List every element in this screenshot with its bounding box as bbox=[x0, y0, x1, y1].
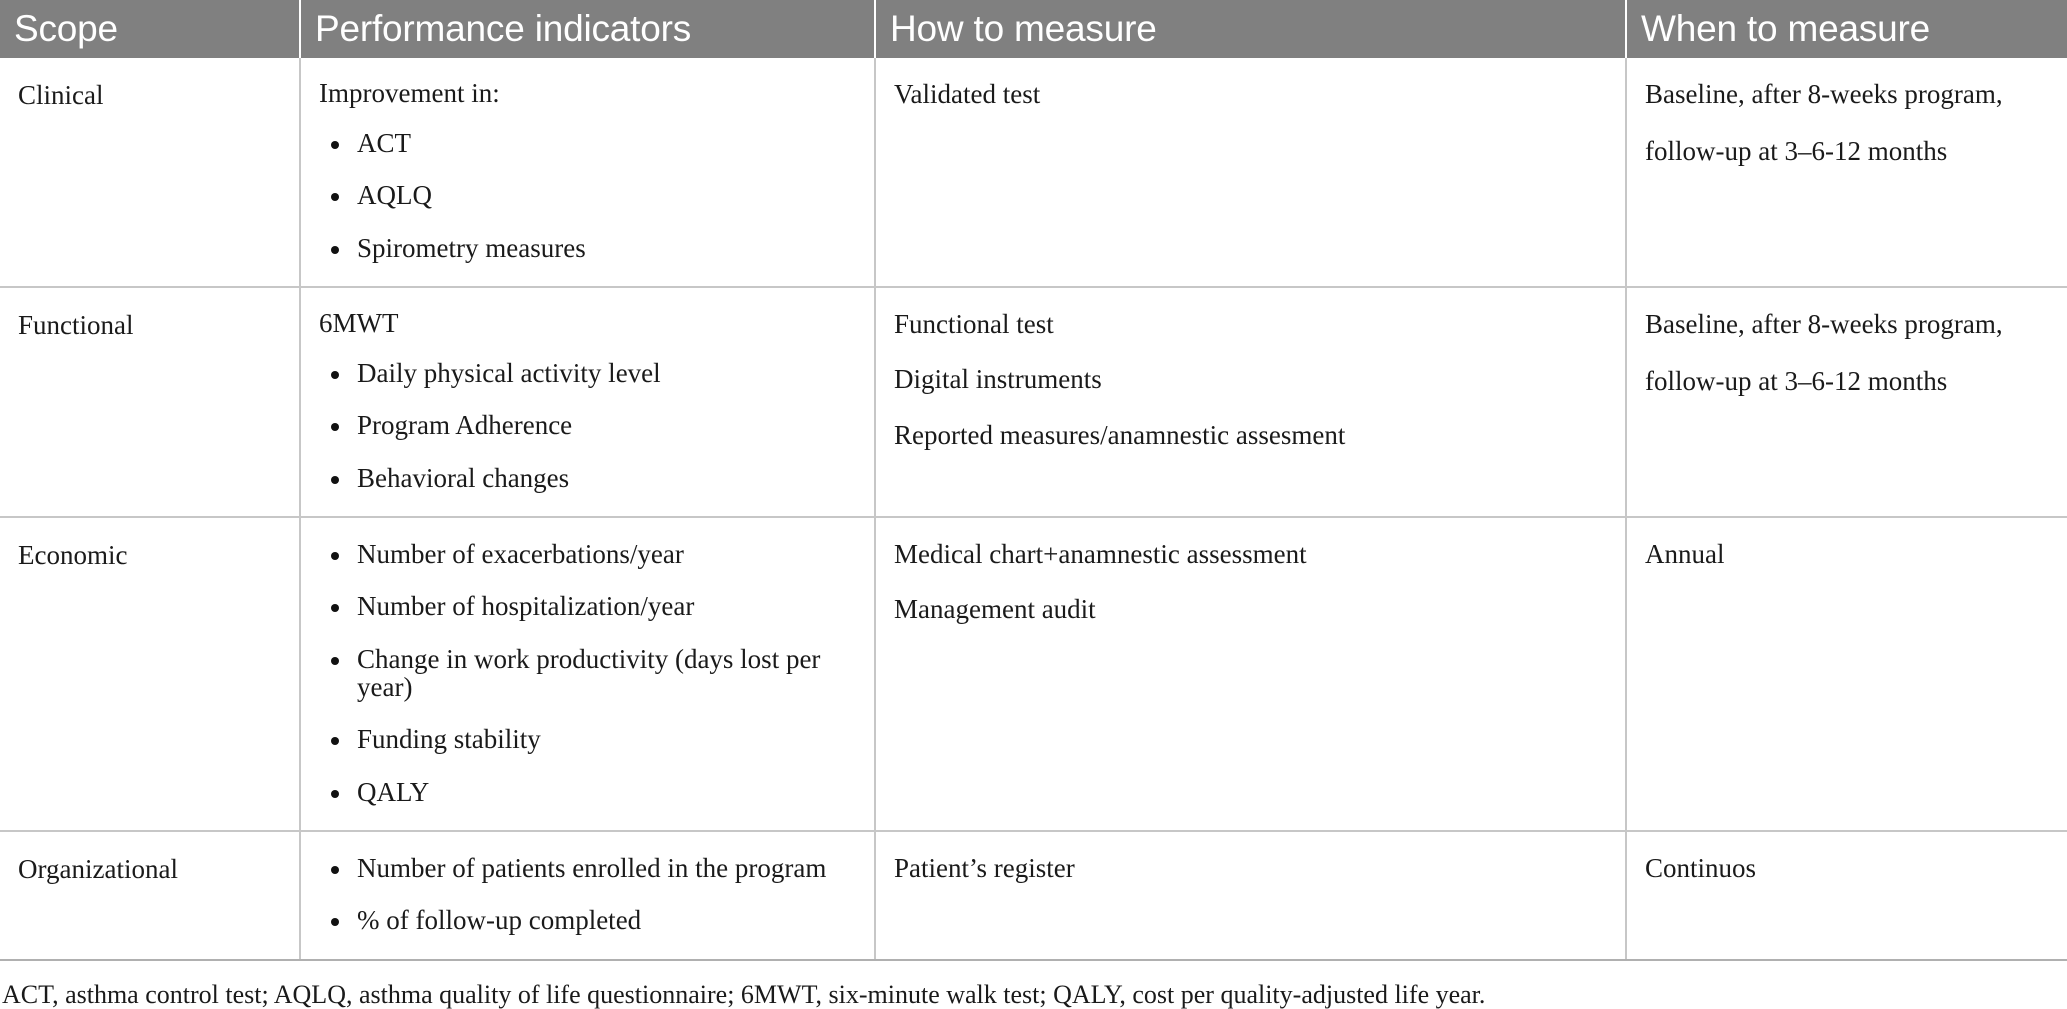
cell-when-to-measure: Baseline, after 8-weeks program, follow-… bbox=[1626, 287, 2067, 519]
list-item: Change in work productivity (days lost p… bbox=[317, 645, 858, 702]
when-line: follow-up at 3–6-12 months bbox=[1645, 136, 1948, 167]
table-header: Scope Performance indicators How to meas… bbox=[0, 0, 2067, 58]
table-row: Economic Number of exacerbations/year Nu… bbox=[0, 517, 2067, 833]
list-item: Number of hospitalization/year bbox=[317, 592, 858, 621]
indicators-list: Daily physical activity level Program Ad… bbox=[317, 359, 858, 492]
list-item: Number of exacerbations/year bbox=[317, 540, 858, 568]
cell-indicators: Number of patients enrolled in the progr… bbox=[300, 831, 876, 961]
cell-how-to-measure: Functional test Digital instruments Repo… bbox=[875, 287, 1627, 519]
cell-when-to-measure: Baseline, after 8-weeks program, follow-… bbox=[1626, 58, 2067, 289]
cell-indicators: Improvement in: ACT AQLQ Spirometry meas… bbox=[300, 58, 876, 289]
when-line: Baseline, after 8-weeks program, bbox=[1645, 309, 2003, 340]
performance-indicators-table: Scope Performance indicators How to meas… bbox=[0, 0, 2067, 961]
cell-how-to-measure: Patient’s register bbox=[875, 831, 1627, 961]
list-item: Behavioral changes bbox=[317, 463, 858, 492]
cell-scope: Organizational bbox=[0, 831, 301, 961]
scope-label: Economic bbox=[18, 540, 128, 571]
how-line: Validated test bbox=[894, 79, 1041, 109]
column-header-indicators: Performance indicators bbox=[300, 0, 876, 58]
when-line: Continuos bbox=[1645, 853, 1757, 884]
list-item: AQLQ bbox=[317, 181, 858, 210]
indicators-lead: 6MWT bbox=[319, 308, 399, 339]
how-line: Management audit bbox=[894, 594, 1096, 625]
how-line: Medical chart+anamnestic assessment bbox=[894, 539, 1307, 570]
list-item: Number of patients enrolled in the progr… bbox=[317, 854, 858, 882]
when-line: Annual bbox=[1645, 539, 1725, 570]
column-header-when: When to measure bbox=[1641, 8, 1931, 49]
cell-scope: Economic bbox=[0, 517, 301, 833]
scope-label: Organizational bbox=[18, 854, 178, 885]
list-item: ACT bbox=[317, 129, 858, 157]
table-row: Clinical Improvement in: ACT AQLQ Spirom… bbox=[0, 58, 2067, 289]
list-item: Spirometry measures bbox=[317, 233, 858, 262]
when-line: follow-up at 3–6-12 months bbox=[1645, 366, 1948, 397]
table-footnote: ACT, asthma control test; AQLQ, asthma q… bbox=[2, 979, 1486, 1009]
cell-when-to-measure: Continuos bbox=[1626, 831, 2067, 961]
scope-label: Clinical bbox=[18, 80, 104, 110]
list-item: Funding stability bbox=[317, 725, 858, 754]
cell-how-to-measure: Medical chart+anamnestic assessment Mana… bbox=[875, 517, 1627, 833]
table-row: Functional 6MWT Daily physical activity … bbox=[0, 287, 2067, 519]
indicators-list: ACT AQLQ Spirometry measures bbox=[317, 129, 858, 262]
indicators-lead: Improvement in: bbox=[319, 78, 500, 108]
list-item: Daily physical activity level bbox=[317, 359, 858, 387]
cell-scope: Functional bbox=[0, 287, 301, 519]
how-line: Digital instruments bbox=[894, 364, 1102, 395]
when-line: Baseline, after 8-weeks program, bbox=[1645, 79, 2003, 109]
table-row: Organizational Number of patients enroll… bbox=[0, 831, 2067, 961]
column-header-how: How to measure bbox=[875, 0, 1627, 58]
how-line: Patient’s register bbox=[894, 853, 1075, 884]
scope-label: Functional bbox=[18, 310, 134, 341]
how-line: Functional test bbox=[894, 309, 1054, 340]
list-item: Program Adherence bbox=[317, 411, 858, 440]
list-item: QALY bbox=[317, 777, 858, 806]
cell-how-to-measure: Validated test bbox=[875, 58, 1627, 289]
cell-indicators: 6MWT Daily physical activity level Progr… bbox=[300, 287, 876, 519]
indicators-list: Number of patients enrolled in the progr… bbox=[317, 854, 858, 935]
column-header-scope: Scope bbox=[0, 0, 301, 58]
cell-scope: Clinical bbox=[0, 58, 301, 289]
cell-indicators: Number of exacerbations/year Number of h… bbox=[300, 517, 876, 833]
header-row: Scope Performance indicators How to meas… bbox=[0, 0, 2067, 58]
indicators-list: Number of exacerbations/year Number of h… bbox=[317, 540, 858, 806]
table-body: Clinical Improvement in: ACT AQLQ Spirom… bbox=[0, 58, 2067, 961]
cell-when-to-measure: Annual bbox=[1626, 517, 2067, 833]
how-line: Reported measures/anamnestic assesment bbox=[894, 419, 1346, 450]
